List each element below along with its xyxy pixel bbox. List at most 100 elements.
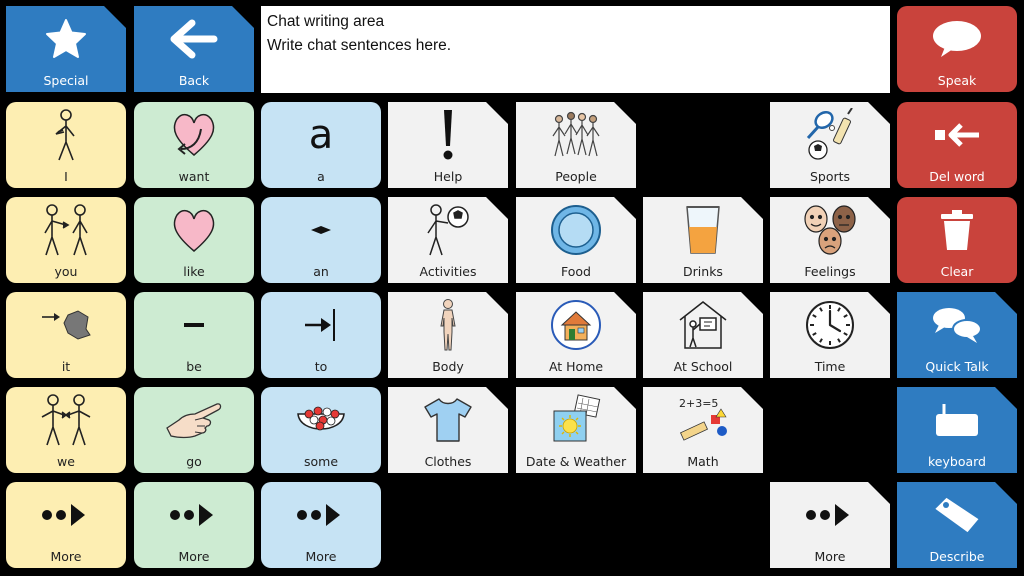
back-button[interactable]: Back: [134, 6, 254, 92]
quick-talk-button[interactable]: Quick Talk: [897, 292, 1017, 378]
folder-label: People: [555, 170, 597, 184]
folder-label: Food: [561, 265, 591, 279]
word-label: some: [303, 455, 339, 469]
word-label: go: [186, 455, 202, 469]
word-it-button[interactable]: it: [6, 292, 126, 378]
word-label: like: [183, 265, 205, 279]
word-a-button[interactable]: a a: [261, 102, 381, 188]
delete-word-button[interactable]: Del word: [897, 102, 1017, 188]
two-people-icon: [6, 391, 126, 449]
folder-label: Help: [433, 170, 463, 184]
folder-label: Sports: [809, 170, 851, 184]
more-dots-arrow-icon: [6, 486, 126, 544]
school-house-icon: [643, 296, 763, 354]
speak-button[interactable]: Speak: [897, 6, 1017, 92]
folder-feelings[interactable]: Feelings: [770, 197, 890, 283]
delete-word-label: Del word: [929, 170, 985, 184]
group-of-people-icon: [516, 106, 636, 164]
word-label: an: [313, 265, 329, 279]
math-symbols-icon: 2+3=5: [643, 391, 763, 449]
chat-writing-area[interactable]: Chat writing area Write chat sentences h…: [261, 6, 890, 93]
bowl-of-balls-icon: [261, 391, 381, 449]
folder-people[interactable]: People: [516, 102, 636, 188]
glass-of-juice-icon: [643, 201, 763, 259]
person-pointing-self-icon: [6, 106, 126, 164]
folder-label: At Home: [548, 360, 604, 374]
folder-label: Drinks: [683, 265, 723, 279]
special-label: Special: [43, 74, 89, 88]
word-label: you: [54, 265, 78, 279]
word-label: we: [57, 455, 75, 469]
word-label: want: [178, 170, 210, 184]
folder-more[interactable]: More: [770, 482, 890, 568]
word-you-button[interactable]: you: [6, 197, 126, 283]
word-we-button[interactable]: we: [6, 387, 126, 473]
keyboard-button[interactable]: keyboard: [897, 387, 1017, 473]
star-icon: [6, 10, 126, 68]
folder-label: Clothes: [424, 455, 472, 469]
word-an-button[interactable]: an: [261, 197, 381, 283]
heart-arrow-icon: [134, 106, 254, 164]
more-verbs-button[interactable]: More: [134, 482, 254, 568]
word-want-button[interactable]: want: [134, 102, 254, 188]
word-label: it: [61, 360, 71, 374]
word-to-button[interactable]: to: [261, 292, 381, 378]
word-i-button[interactable]: I: [6, 102, 126, 188]
arrow-left-icon: [134, 10, 254, 68]
folder-label: At School: [673, 360, 733, 374]
dash-icon: [134, 296, 254, 354]
chat-bubbles-icon: [897, 296, 1017, 354]
folder-at-school[interactable]: At School: [643, 292, 763, 378]
quick-talk-label: Quick Talk: [925, 360, 989, 374]
folder-time[interactable]: Time: [770, 292, 890, 378]
chat-title: Chat writing area: [267, 13, 385, 30]
folder-math[interactable]: 2+3=5 Math: [643, 387, 763, 473]
folder-food[interactable]: Food: [516, 197, 636, 283]
diamond-dash-icon: [261, 201, 381, 259]
word-like-button[interactable]: like: [134, 197, 254, 283]
sports-equipment-icon: [770, 106, 890, 164]
describe-button[interactable]: Describe: [897, 482, 1017, 568]
word-be-button[interactable]: be: [134, 292, 254, 378]
folder-label: Time: [814, 360, 846, 374]
folder-at-home[interactable]: At Home: [516, 292, 636, 378]
word-label: be: [186, 360, 202, 374]
folder-activities[interactable]: Activities: [388, 197, 508, 283]
human-body-icon: [388, 296, 508, 354]
more-pronouns-button[interactable]: More: [6, 482, 126, 568]
back-label: Back: [178, 74, 210, 88]
arrow-to-object-icon: [6, 296, 126, 354]
tag-icon: [897, 486, 1017, 544]
plate-icon: [516, 201, 636, 259]
folder-label: More: [814, 550, 846, 564]
more-label: More: [50, 550, 82, 564]
folder-help[interactable]: Help: [388, 102, 508, 188]
folder-drinks[interactable]: Drinks: [643, 197, 763, 283]
more-dots-arrow-icon: [261, 486, 381, 544]
folder-sports[interactable]: Sports: [770, 102, 890, 188]
chat-text: Write chat sentences here.: [267, 37, 452, 54]
folder-body[interactable]: Body: [388, 292, 508, 378]
t-shirt-icon: [388, 391, 508, 449]
arrow-to-line-icon: [261, 296, 381, 354]
clear-button[interactable]: Clear: [897, 197, 1017, 283]
special-button[interactable]: Special: [6, 6, 126, 92]
folder-date-weather[interactable]: Date & Weather: [516, 387, 636, 473]
more-articles-button[interactable]: More: [261, 482, 381, 568]
more-label: More: [178, 550, 210, 564]
clear-label: Clear: [940, 265, 974, 279]
word-some-button[interactable]: some: [261, 387, 381, 473]
calendar-sun-icon: [516, 391, 636, 449]
folder-label: Math: [687, 455, 719, 469]
person-pointing-other-icon: [6, 201, 126, 259]
faces-icon: [770, 201, 890, 259]
math-equation: 2+3=5: [679, 397, 718, 410]
more-label: More: [305, 550, 337, 564]
word-go-button[interactable]: go: [134, 387, 254, 473]
pointing-hand-icon: [134, 391, 254, 449]
more-dots-arrow-icon: [770, 486, 890, 544]
folder-clothes[interactable]: Clothes: [388, 387, 508, 473]
heart-icon: [134, 201, 254, 259]
delete-arrow-icon: [897, 106, 1017, 164]
word-label: I: [64, 170, 68, 184]
